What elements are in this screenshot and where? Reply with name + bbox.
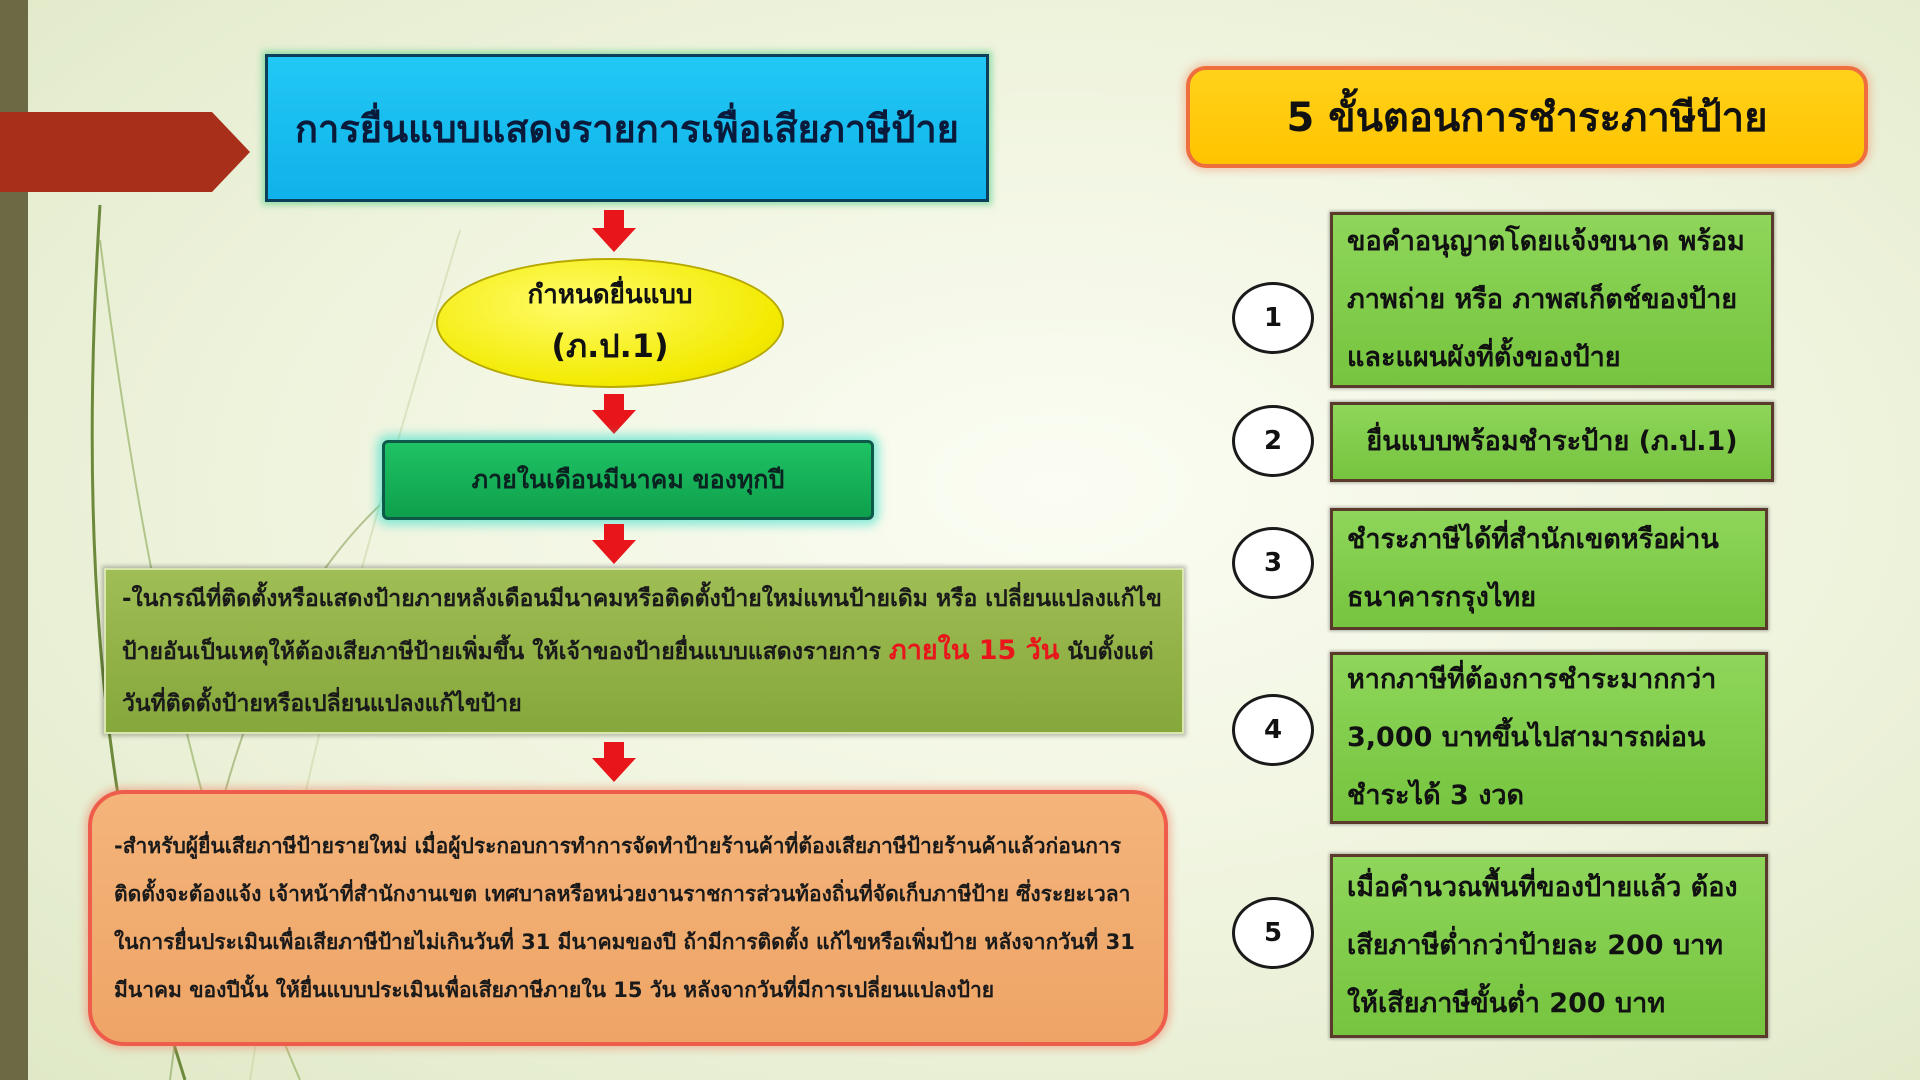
steps-title: 5 ขั้นตอนการชำระภาษีป้าย <box>1286 95 1768 141</box>
section-tab-marker <box>0 112 250 192</box>
step-box-2: ยื่นแบบพร้อมชำระป้าย (ภ.ป.1) <box>1330 402 1774 482</box>
deadline-ellipse: กำหนดยื่นแบบ (ภ.ป.1) <box>436 258 784 388</box>
month-text: ภายในเดือนมีนาคม ของทุกปี <box>471 465 785 494</box>
down-arrow-icon <box>592 524 636 564</box>
step-text-2: ยื่นแบบพร้อมชำระป้าย (ภ.ป.1) <box>1366 426 1738 457</box>
note-text-end: นับตั้งแต่วันที่ติดตั้งป้ายหรือเปลี่ยนแป… <box>122 638 1154 717</box>
filing-title: การยื่นแบบแสดงรายการเพื่อเสียภาษีป้าย <box>295 106 959 151</box>
step-text-4: หากภาษีที่ต้องการชำระมากกว่า 3,000 บาทขึ… <box>1347 664 1717 811</box>
note-text: -ในกรณีที่ติดตั้งหรือแสดงป้ายภายหลังเดือ… <box>122 585 1162 665</box>
step-text-1: ขอคำอนุญาตโดยแจ้งขนาด พร้อมภาพถ่าย หรือ … <box>1347 226 1745 373</box>
step-box-3: ชำระภาษีได้ที่สำนักเขตหรือผ่านธนาคารกรุง… <box>1330 508 1768 630</box>
highlight-15-days: ภายใน 15 วัน <box>888 634 1060 666</box>
new-taxpayer-text: -สำหรับผู้ยื่นเสียภาษีป้ายรายใหม่ เมื่อผ… <box>114 834 1135 1002</box>
steps-title-box: 5 ขั้นตอนการชำระภาษีป้าย <box>1186 66 1868 168</box>
month-box: ภายในเดือนมีนาคม ของทุกปี <box>382 440 874 520</box>
step-number-4: 4 <box>1232 694 1314 766</box>
late-installation-note: -ในกรณีที่ติดตั้งหรือแสดงป้ายภายหลังเดือ… <box>104 568 1184 734</box>
step-text-5: เมื่อคำนวณพื้นที่ของป้ายแล้ว ต้องเสียภาษ… <box>1347 872 1738 1019</box>
step-number-3: 3 <box>1232 527 1314 599</box>
down-arrow-icon <box>592 742 636 782</box>
deadline-form-code: (ภ.ป.1) <box>551 327 669 365</box>
step-number-5: 5 <box>1232 897 1314 969</box>
down-arrow-icon <box>592 210 636 252</box>
step-box-1: ขอคำอนุญาตโดยแจ้งขนาด พร้อมภาพถ่าย หรือ … <box>1330 212 1774 388</box>
deadline-label: กำหนดยื่นแบบ <box>527 280 693 310</box>
step-text-3: ชำระภาษีได้ที่สำนักเขตหรือผ่านธนาคารกรุง… <box>1347 524 1719 613</box>
filing-title-box: การยื่นแบบแสดงรายการเพื่อเสียภาษีป้าย <box>265 54 989 202</box>
step-number-2: 2 <box>1232 405 1314 477</box>
step-box-5: เมื่อคำนวณพื้นที่ของป้ายแล้ว ต้องเสียภาษ… <box>1330 854 1768 1038</box>
step-number-1: 1 <box>1232 282 1314 354</box>
new-taxpayer-note: -สำหรับผู้ยื่นเสียภาษีป้ายรายใหม่ เมื่อผ… <box>88 790 1168 1046</box>
step-box-4: หากภาษีที่ต้องการชำระมากกว่า 3,000 บาทขึ… <box>1330 652 1768 824</box>
down-arrow-icon <box>592 394 636 434</box>
late-installation-text: -ในกรณีที่ติดตั้งหรือแสดงป้ายภายหลังเดือ… <box>122 573 1166 730</box>
